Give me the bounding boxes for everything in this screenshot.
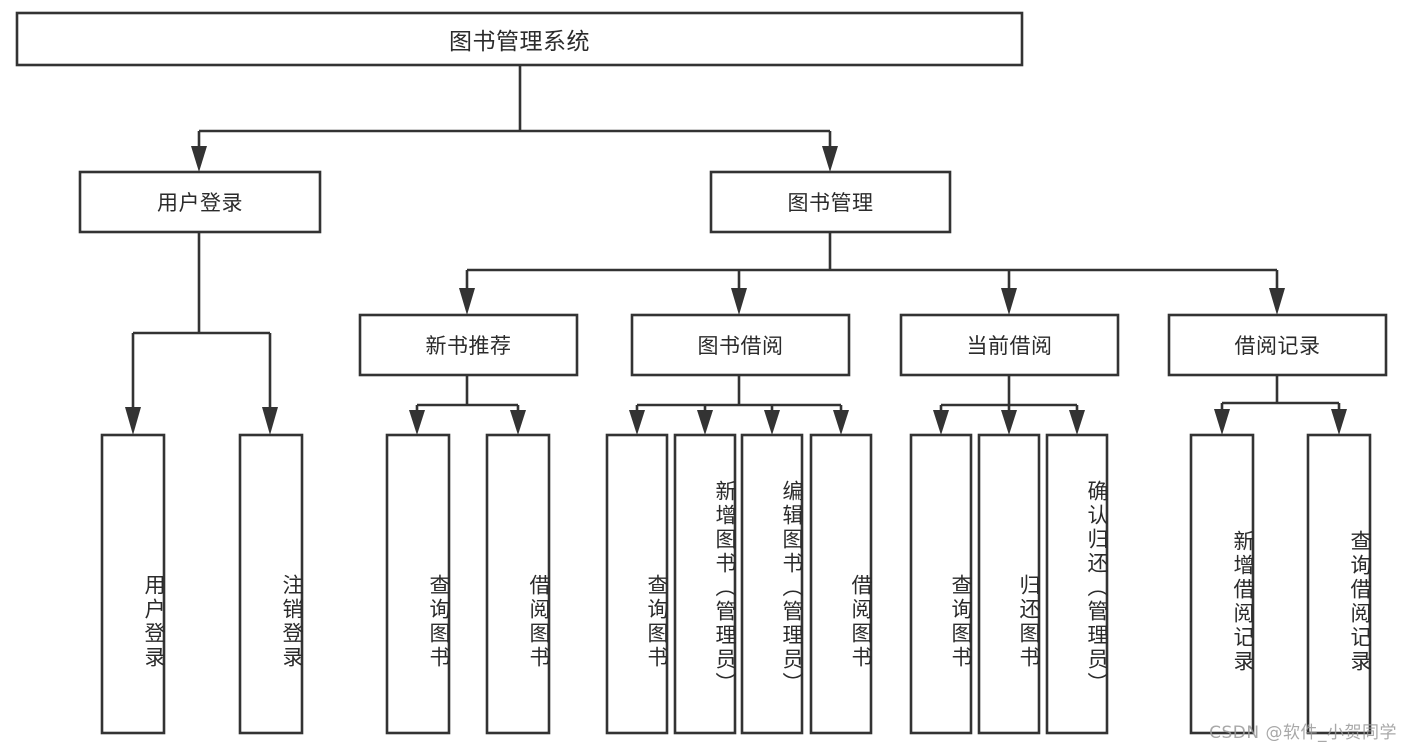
arrow-head-level2-3	[1001, 288, 1017, 315]
node-box-new-book-recommend[interactable]	[358, 313, 579, 377]
arrow-head-borrowrecord-1	[1214, 409, 1230, 435]
node-box-leaf-query-book-2[interactable]	[605, 433, 669, 735]
node-box-user-login[interactable]	[78, 170, 322, 234]
watermark-text: CSDN @软件_小贺同学	[1209, 723, 1397, 743]
arrow-head-level2-1	[459, 288, 475, 315]
arrow-head-newbook-2	[510, 410, 526, 435]
node-box-leaf-query-record[interactable]	[1306, 433, 1372, 735]
arrow-head-level1-1	[191, 146, 207, 172]
node-box-leaf-query-book-3[interactable]	[909, 433, 973, 735]
arrow-head-userlogin-1	[125, 407, 141, 435]
arrow-head-currentborrow-3	[1069, 410, 1085, 435]
arrow-head-bookborrow-1	[629, 410, 645, 435]
node-box-root[interactable]	[15, 11, 1024, 67]
node-box-current-borrow[interactable]	[899, 313, 1120, 377]
node-box-book-borrow[interactable]	[630, 313, 851, 377]
node-box-leaf-logout[interactable]	[238, 433, 304, 735]
node-box-leaf-user-login[interactable]	[100, 433, 166, 735]
arrow-head-currentborrow-1	[933, 410, 949, 435]
node-box-leaf-add-book[interactable]	[673, 433, 737, 735]
arrow-head-currentborrow-2	[1001, 410, 1017, 435]
node-box-leaf-borrow-book-1[interactable]	[485, 433, 551, 735]
node-box-leaf-add-record[interactable]	[1189, 433, 1255, 735]
arrow-head-bookborrow-2	[697, 410, 713, 435]
arrow-head-level1-2	[822, 146, 838, 172]
node-box-borrow-record[interactable]	[1167, 313, 1388, 377]
node-box-book-manage[interactable]	[709, 170, 952, 234]
arrow-head-level2-4	[1269, 288, 1285, 315]
arrow-head-newbook-1	[409, 410, 425, 435]
node-box-leaf-edit-book[interactable]	[740, 433, 804, 735]
node-box-leaf-return-book[interactable]	[977, 433, 1041, 735]
arrow-head-borrowrecord-2	[1331, 409, 1347, 435]
node-box-leaf-query-book-1[interactable]	[385, 433, 451, 735]
node-box-leaf-confirm-return[interactable]	[1045, 433, 1109, 735]
arrow-head-level2-2	[731, 288, 747, 315]
arrow-head-bookborrow-3	[764, 410, 780, 435]
arrow-head-userlogin-2	[262, 407, 278, 435]
node-box-leaf-borrow-book-2[interactable]	[809, 433, 873, 735]
arrow-head-bookborrow-4	[833, 410, 849, 435]
